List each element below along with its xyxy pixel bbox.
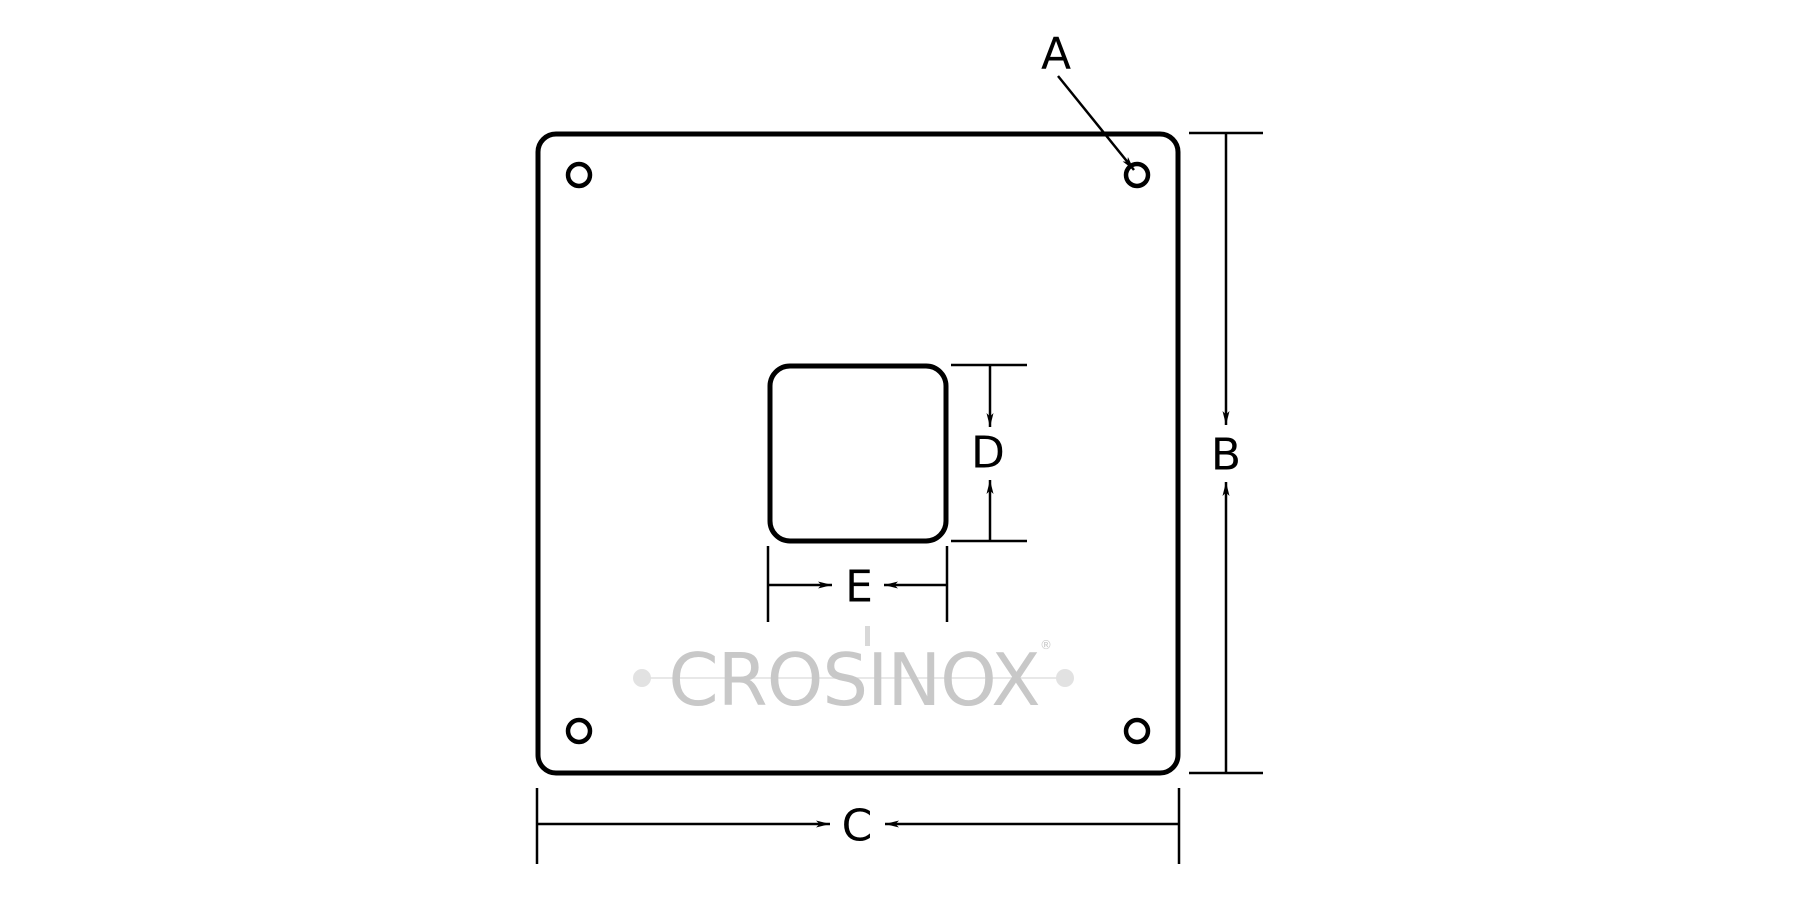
label-d: D: [971, 428, 1005, 479]
watermark-dot-right: [1056, 669, 1074, 687]
watermark-brand: CROSINOX: [668, 638, 1039, 722]
screw-hole-bottom-left: [565, 717, 593, 745]
label-e: E: [845, 562, 873, 613]
label-a: A: [1041, 29, 1071, 80]
plate-outline: [535, 131, 1181, 776]
dimension-a: A: [1041, 29, 1135, 171]
watermark-dot-left: [633, 669, 651, 687]
dimension-e: E: [766, 546, 949, 622]
watermark-bar: [865, 626, 870, 646]
screw-hole-top-left: [565, 161, 593, 189]
label-c: C: [842, 801, 873, 852]
cutout-outline: [767, 363, 949, 544]
dimension-b: B: [1189, 131, 1263, 775]
label-b: B: [1211, 430, 1241, 481]
watermark-registered: ®: [1040, 638, 1052, 652]
watermark: CROSINOX ®: [633, 626, 1074, 722]
screw-hole-bottom-right: [1123, 717, 1151, 745]
dimension-d: D: [951, 363, 1027, 543]
dimension-c: C: [535, 788, 1181, 864]
screw-hole-top-right: [1123, 161, 1151, 189]
